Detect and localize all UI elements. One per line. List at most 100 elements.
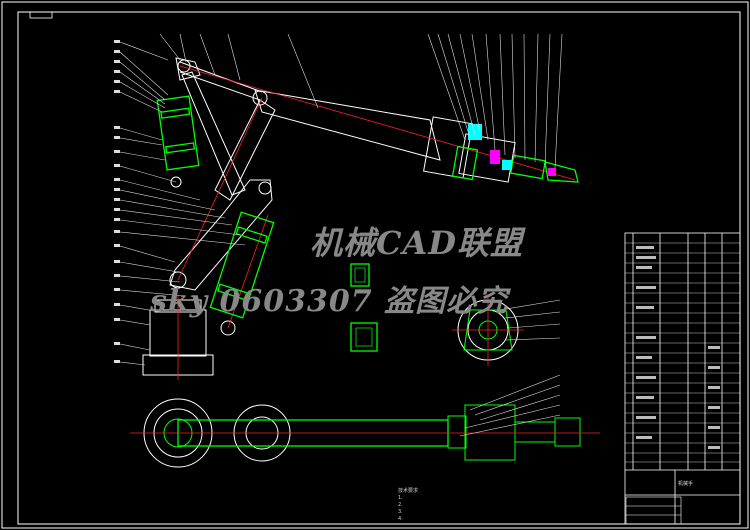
balloon-mark bbox=[114, 198, 120, 201]
leader-left-23 bbox=[119, 343, 151, 351]
leader-left-9 bbox=[119, 151, 166, 161]
balloon-marks-left bbox=[114, 40, 120, 363]
leader-right-3 bbox=[507, 323, 561, 329]
parts-list-text bbox=[636, 246, 720, 449]
leader-right-1 bbox=[499, 299, 561, 311]
leader-left-20 bbox=[119, 289, 186, 297]
balloon-mark bbox=[114, 164, 120, 167]
balloon-mark bbox=[114, 60, 120, 63]
leader-lines bbox=[119, 33, 563, 437]
wrist-housing bbox=[423, 116, 474, 179]
upper-cylinder bbox=[156, 95, 200, 171]
wrist-green-plate bbox=[451, 145, 479, 181]
leader-wrist-8 bbox=[511, 33, 516, 159]
balloon-mark bbox=[114, 70, 120, 73]
leader-wrist-5 bbox=[471, 33, 489, 141]
leader-top-1 bbox=[159, 33, 181, 61]
leader-left-1 bbox=[119, 41, 169, 61]
centerline-upper-arm bbox=[179, 65, 576, 181]
lower-arm-link bbox=[169, 179, 273, 291]
leader-left-15 bbox=[119, 219, 241, 236]
lower-cylinder-band-2 bbox=[217, 283, 250, 301]
robot-arm-assembly bbox=[142, 57, 516, 376]
title-block-label: 机械手 bbox=[678, 481, 694, 487]
notes-line: 4. bbox=[398, 516, 403, 522]
balloon-mark bbox=[114, 188, 120, 191]
leader-left-5 bbox=[119, 81, 166, 109]
leader-left-12 bbox=[119, 189, 216, 211]
leader-top-2 bbox=[179, 33, 187, 63]
parts-cell-text bbox=[636, 376, 656, 379]
lower-arm-link-b bbox=[214, 99, 276, 201]
gripper-magenta-tip bbox=[548, 168, 556, 176]
parts-cell-text bbox=[636, 306, 654, 309]
bottom-title-strip bbox=[625, 496, 682, 525]
gripper-jaws bbox=[544, 161, 579, 183]
leader-wrist-11 bbox=[544, 33, 551, 166]
leader-left-13 bbox=[119, 199, 226, 219]
balloon-mark bbox=[114, 208, 120, 211]
balloon-mark bbox=[114, 274, 120, 277]
notes-line: 3. bbox=[398, 509, 403, 515]
balloon-mark bbox=[114, 342, 120, 345]
parts-cell-text bbox=[708, 446, 720, 449]
watermark-contact: sky 0603307 盗图必究 bbox=[150, 284, 509, 319]
leader-wrist-6 bbox=[485, 33, 496, 151]
leader-top-3 bbox=[199, 33, 216, 76]
parts-cell-text bbox=[708, 346, 720, 349]
balloon-mark bbox=[114, 178, 120, 181]
notes-heading: 技术要求 bbox=[398, 488, 419, 494]
leader-left-17 bbox=[119, 245, 176, 263]
balloon-mark bbox=[114, 318, 120, 321]
gripper-body bbox=[509, 154, 547, 180]
joint-cylinder-foot bbox=[220, 320, 236, 336]
balloon-mark bbox=[114, 90, 120, 93]
leader-left-16 bbox=[119, 231, 246, 246]
wrist-cyan-block bbox=[468, 124, 482, 140]
leader-top-5 bbox=[287, 33, 319, 109]
rear-link bbox=[175, 57, 201, 81]
joint-elbow bbox=[252, 90, 268, 106]
balloon-mark bbox=[114, 150, 120, 153]
parts-cell-text bbox=[636, 336, 656, 339]
parts-cell-text bbox=[636, 266, 652, 269]
technical-notes: 技术要求 1. 2. 3. 4. bbox=[398, 488, 418, 523]
leader-wrist-9 bbox=[523, 33, 526, 161]
upper-cylinder-band-2 bbox=[165, 142, 196, 154]
leader-wrist-12 bbox=[554, 33, 563, 169]
title-block bbox=[624, 232, 741, 525]
watermark-title: 机械CAD联盟 bbox=[310, 224, 524, 262]
section-view-b bbox=[350, 322, 378, 352]
hydraulic-cylinders bbox=[156, 95, 579, 352]
leader-left-7 bbox=[119, 127, 163, 141]
lower-cylinder bbox=[209, 211, 275, 319]
leader-left-14 bbox=[119, 209, 233, 226]
title-block-frame bbox=[624, 232, 741, 525]
parts-cell-text bbox=[708, 406, 720, 409]
parts-cell-text bbox=[708, 426, 720, 429]
wrist-cyan-block-2 bbox=[502, 160, 512, 170]
bottom-strip-frame bbox=[625, 496, 682, 525]
section-view-b-inner bbox=[355, 327, 373, 347]
plan-view-cylinder bbox=[130, 398, 600, 468]
notes-line: 2. bbox=[398, 502, 403, 508]
leader-plan-2 bbox=[474, 384, 561, 416]
balloon-mark bbox=[114, 50, 120, 53]
plan-rod-end bbox=[514, 421, 556, 443]
parts-cell-text bbox=[636, 256, 656, 259]
upper-cylinder-band-1 bbox=[160, 107, 191, 119]
joint-mid-right bbox=[258, 181, 272, 195]
leader-wrist-7 bbox=[499, 33, 506, 156]
parts-list-rows bbox=[625, 242, 740, 463]
parts-cell-text bbox=[636, 436, 652, 439]
plan-cylinder-head bbox=[464, 404, 516, 461]
joint-shoulder bbox=[177, 59, 191, 73]
parts-cell-text bbox=[708, 386, 720, 389]
balloon-mark bbox=[114, 218, 120, 221]
diagonal-strut bbox=[181, 71, 246, 196]
section-circle-view bbox=[452, 294, 524, 366]
wrist-body bbox=[458, 133, 516, 183]
balloon-mark bbox=[114, 126, 120, 129]
